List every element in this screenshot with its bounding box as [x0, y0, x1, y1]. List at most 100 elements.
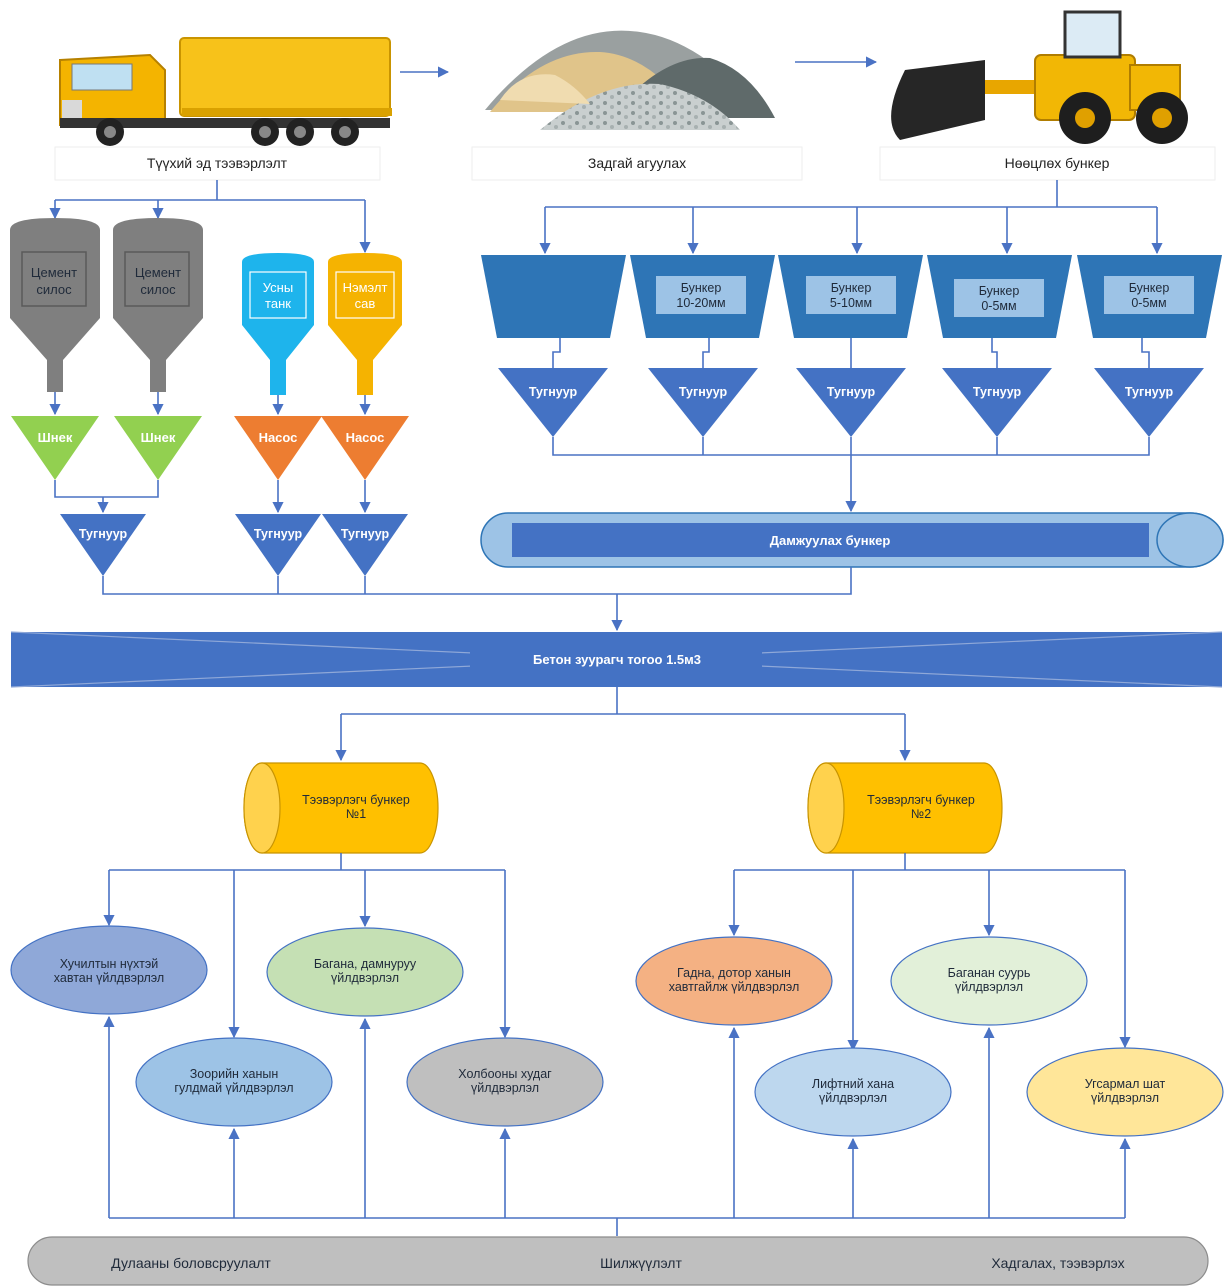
transfer-bunker-label: Дамжуулах бункер — [770, 533, 891, 548]
bunker-1-distribution-line — [109, 853, 505, 871]
bunker1-to-feeder-line — [552, 338, 561, 368]
bunker-4-label-line1: Бункер — [979, 284, 1020, 298]
product-5-label-line1: Гадна, дотор ханын — [677, 966, 791, 980]
product-8-node: Угсармал шат үйлдвэрлэл — [1026, 1047, 1224, 1137]
bunker-5-label-line2: 0-5мм — [1131, 296, 1166, 310]
raw-material-caption: Түүхий эд тээвэрлэлт — [147, 155, 288, 171]
right-feeder-2-label: Тугнуур — [679, 385, 728, 399]
product-7-node: Баганан суурь үйлдвэрлэл — [890, 936, 1088, 1026]
right-feeder-3-label: Тугнуур — [827, 385, 876, 399]
bunker-4-label-line2: 0-5мм — [981, 299, 1016, 313]
transfer-bunker: Дамжуулах бункер — [480, 512, 1224, 568]
pump-2: Насос — [321, 416, 409, 480]
right-feeder-1: Тугнуур — [498, 368, 608, 437]
product-1-label-line2: хавтан үйлдвэрлэл — [54, 971, 164, 985]
right-feeder-4-label: Тугнуур — [973, 385, 1022, 399]
bottom-center-label: Шилжүүлэлт — [600, 1255, 682, 1271]
bunker-5-label-line1: Бункер — [1129, 281, 1170, 295]
product-3-node: Багана, дамнуруу үйлдвэрлэл — [266, 927, 464, 1017]
left-feeder-1-label: Тугнуур — [79, 527, 128, 541]
product-3-label-line2: үйлдвэрлэл — [331, 971, 399, 985]
left-feeder-2-label: Тугнуур — [254, 527, 303, 541]
product-8-label-line2: үйлдвэрлэл — [1091, 1091, 1159, 1105]
reserve-bunker-caption-box — [879, 146, 1216, 181]
silo-1-label-line2: силос — [36, 282, 72, 297]
product-5-node: Гадна, дотор ханын хавтгайлж үйлдвэрлэл — [635, 936, 833, 1026]
right-feeder-3: Тугнуур — [796, 368, 906, 437]
product-1-label-line1: Хучилтын нүхтэй — [60, 957, 159, 971]
product-2-label-line2: гулдмай үйлдвэрлэл — [174, 1081, 293, 1095]
product-6-node: Лифтний хана үйлдвэрлэл — [754, 1047, 952, 1137]
concrete-mixer: Бетон зуурагч тогоо 1.5м3 — [10, 631, 1223, 688]
transport-bunker-1: Тээвэрлэгч бункер №1 — [243, 762, 439, 854]
bottom-right-label: Хадгалах, тээвэрлэх — [991, 1255, 1124, 1271]
mixer-label: Бетон зуурагч тогоо 1.5м3 — [533, 652, 701, 667]
product-7-label-line1: Баганан суурь — [948, 966, 1031, 980]
bunker-2-label-line2: 10-20мм — [676, 296, 725, 310]
transport-bunker-2-label-line1: Тээвэрлэгч бункер — [867, 793, 975, 807]
raw-material-caption-box — [54, 146, 381, 181]
water-tank: Усны танк — [242, 253, 314, 395]
silo-2-label-line1: Цемент — [135, 265, 181, 280]
bulk-storage-caption: Задгай агуулах — [588, 155, 686, 171]
left-feeder-1: Тугнуур — [60, 514, 146, 576]
product-3-label-line1: Багана, дамнуруу — [314, 957, 417, 971]
right-feeder-2: Тугнуур — [648, 368, 758, 437]
pump-1: Насос — [234, 416, 322, 480]
product-6-label-line2: үйлдвэрлэл — [819, 1091, 887, 1105]
bottom-return-line — [109, 1217, 1125, 1236]
aggregate-bunker-3: Бункер 5-10мм — [778, 255, 923, 338]
additive-tank: Нэмэлт сав — [328, 253, 402, 395]
bottom-process-bar: Дулааны боловсруулалт Шилжүүлэлт Хадгала… — [27, 1236, 1209, 1286]
product-5-label-line2: хавтгайлж үйлдвэрлэл — [669, 980, 800, 994]
reserve-distribution-line — [545, 180, 1157, 208]
aggregate-bunker-5: Бункер 0-5мм — [1077, 255, 1222, 338]
screws-merge-line — [54, 480, 159, 498]
additive-tank-label-line2: сав — [355, 296, 376, 311]
aggregate-bunker-1 — [481, 255, 626, 338]
bunker-2-distribution-line — [734, 853, 1125, 871]
bunker2-to-feeder-line — [702, 338, 710, 368]
additive-tank-label-line1: Нэмэлт — [343, 280, 388, 295]
product-2-node: Зоорийн ханын гулдмай үйлдвэрлэл — [135, 1037, 333, 1127]
screw-2-label: Шнек — [141, 430, 176, 445]
right-feeder-1-label: Тугнуур — [529, 385, 578, 399]
right-feeder-5-label: Тугнуур — [1125, 385, 1174, 399]
left-feeder-3: Тугнуур — [322, 514, 408, 576]
left-feeder-3-label: Тугнуур — [341, 527, 390, 541]
product-4-label-line2: үйлдвэрлэл — [471, 1081, 539, 1095]
product-8-label-line1: Угсармал шат — [1085, 1077, 1166, 1091]
right-feeder-4: Тугнуур — [942, 368, 1052, 437]
left-feeder-2: Тугнуур — [235, 514, 321, 576]
screw-conveyor-2: Шнек — [114, 416, 202, 480]
bulk-storage-caption-box — [471, 146, 803, 181]
bottom-left-label: Дулааны боловсруулалт — [111, 1255, 271, 1271]
product-4-label-line1: Холбооны худаг — [458, 1067, 552, 1081]
pump-2-label: Насос — [346, 430, 385, 445]
water-tank-label-line2: танк — [265, 296, 291, 311]
cement-silo-1: Цемент силос — [10, 218, 100, 392]
wheel-loader-image — [891, 10, 1188, 144]
cement-silo-2: Цемент силос — [113, 218, 203, 392]
bunker-3-label-line1: Бункер — [831, 281, 872, 295]
screw-1-label: Шнек — [38, 430, 73, 445]
right-feeder-5: Тугнуур — [1094, 368, 1204, 437]
all-feeders-merge-line — [102, 567, 852, 595]
water-tank-label-line1: Усны — [263, 280, 293, 295]
aggregate-bunker-4: Бункер 0-5мм — [927, 255, 1072, 338]
bunker-3-label-line2: 5-10мм — [830, 296, 872, 310]
pump-1-label: Насос — [259, 430, 298, 445]
transport-bunker-1-label-line1: Тээвэрлэгч бункер — [302, 793, 410, 807]
product-2-label-line1: Зоорийн ханын — [190, 1067, 279, 1081]
silo-1-label-line1: Цемент — [31, 265, 77, 280]
silo-2-label-line2: силос — [140, 282, 176, 297]
aggregate-piles-image — [485, 30, 775, 130]
bunker4-to-feeder-line — [991, 338, 998, 368]
product-4-node: Холбооны худаг үйлдвэрлэл — [406, 1037, 604, 1127]
transport-bunker-2: Тээвэрлэгч бункер №2 — [807, 762, 1003, 854]
product-6-label-line1: Лифтний хана — [812, 1077, 894, 1091]
transport-bunker-2-label-line2: №2 — [911, 807, 931, 821]
product-1-node: Хучилтын нүхтэй хавтан үйлдвэрлэл — [10, 925, 208, 1015]
bunker5-to-feeder-line — [1141, 338, 1150, 368]
transport-bunker-1-label-line2: №1 — [346, 807, 366, 821]
